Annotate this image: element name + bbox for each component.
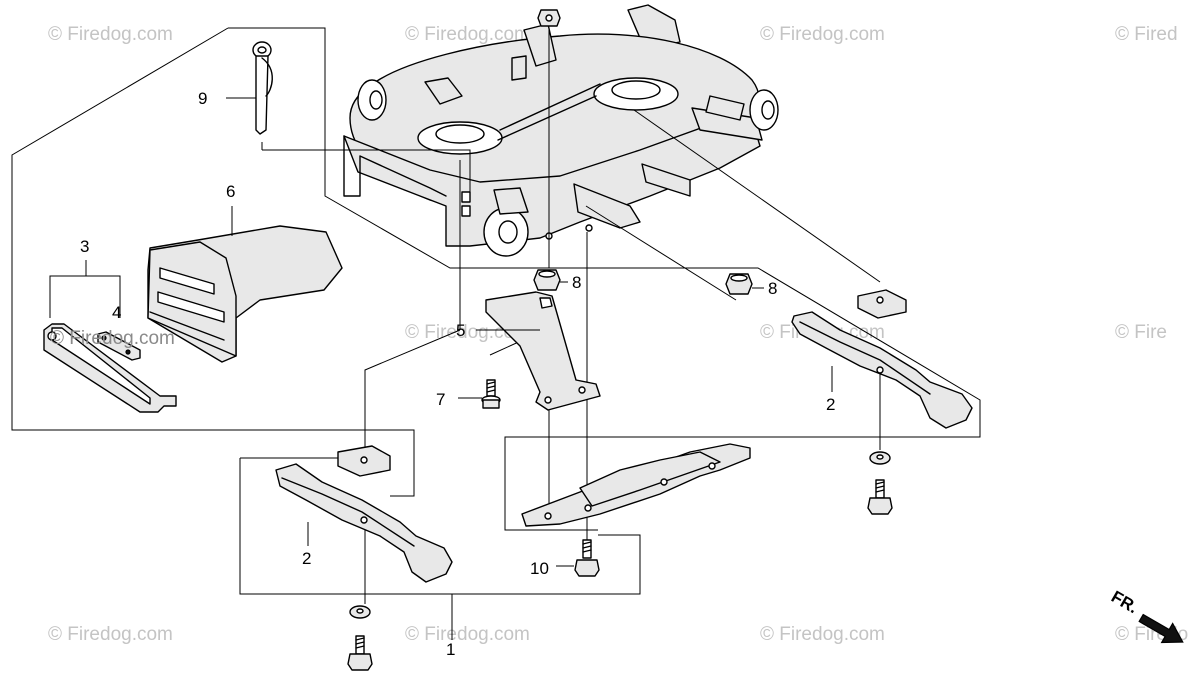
- deck-belt: [497, 83, 601, 141]
- deflector-plate: [521, 443, 751, 527]
- deck-hole: [585, 224, 593, 232]
- watermark-text: © Firedog.com: [760, 624, 885, 645]
- direction-label: FR.: [1108, 587, 1141, 617]
- callout-4: 4: [112, 303, 121, 322]
- centerline: [585, 205, 737, 301]
- deck-post: [511, 55, 527, 81]
- callout-8b: 8: [768, 279, 777, 298]
- group-frames: [11, 27, 981, 640]
- watermark-text: © Fire: [1115, 322, 1167, 343]
- centerline-pin: [262, 149, 471, 196]
- spindle-hub-left: [435, 124, 485, 144]
- callout-5: 5: [456, 321, 465, 340]
- part-10-flange-bolt: [556, 539, 600, 577]
- mower-deck: [343, 4, 779, 257]
- callout-1: 1: [446, 640, 455, 659]
- blade-bolt-right: [867, 479, 893, 515]
- callout-3: 3: [80, 237, 89, 256]
- callout-9: 9: [198, 89, 207, 108]
- callout-10: 10: [530, 559, 549, 578]
- part-4-plate: [97, 331, 141, 361]
- deck-hanger-right: [705, 95, 745, 121]
- deck-group-frame: [228, 27, 981, 531]
- deck-stud: [461, 191, 471, 203]
- centerline-left-blade: [364, 329, 461, 458]
- watermark-text: © Firedog.com: [405, 24, 530, 45]
- callout-8a: 8: [572, 273, 581, 292]
- part-9-lynch-pin: [226, 41, 273, 135]
- watermark-text: © Fired: [1115, 24, 1178, 45]
- part-7-bolt: [458, 379, 501, 409]
- deck-bumper-left: [343, 135, 447, 197]
- deck-front-hanger-right: [641, 163, 691, 197]
- accessory-group-frame: [11, 27, 415, 497]
- deck-front-hanger: [573, 183, 641, 229]
- part-8-nut-right: [725, 273, 764, 295]
- deck-stud: [461, 205, 471, 217]
- gauge-wheel-rear-right: [749, 89, 779, 131]
- watermark-text: © Firedog.com: [48, 24, 173, 45]
- watermark-text: © Firedog.com: [48, 624, 173, 645]
- callout-2b: 2: [826, 395, 835, 414]
- front-arrow-icon: [1138, 613, 1184, 644]
- callout-7: 7: [436, 390, 445, 409]
- gauge-wheel-front-left: [483, 207, 529, 257]
- deck-top-nut: [537, 9, 561, 27]
- washer-right: [869, 451, 891, 465]
- gauge-wheel-rear-left: [357, 79, 387, 121]
- watermark-text: © Firedog.com: [50, 328, 175, 349]
- deck-idler-bracket: [424, 77, 463, 105]
- callout-6: 6: [226, 182, 235, 201]
- part-3-bracket: [43, 260, 177, 413]
- spindle-hub-right: [611, 80, 661, 100]
- watermark-text: © Firedog.com: [405, 624, 530, 645]
- callout-labels: 9 6 3 4 8 8 5 7 2 2 10 1: [80, 89, 835, 659]
- watermark-text: © Firedog.com: [405, 322, 530, 343]
- part-8-nut-center: [533, 269, 568, 291]
- blade-bolt-left: [347, 635, 373, 671]
- part-2-blade-right: [791, 289, 973, 429]
- blade-set-frame: [239, 458, 641, 595]
- washer-left: [349, 605, 371, 619]
- part-5-baffle: [476, 291, 601, 411]
- part-2-blade-left: [275, 445, 453, 583]
- part-6-discharge-cover: [147, 206, 343, 363]
- watermark-text: © Firedog.com: [760, 24, 885, 45]
- deck-center-bracket: [523, 23, 557, 67]
- deck-wheel-bracket: [493, 187, 529, 215]
- centerline-right-spindle: [633, 109, 881, 283]
- callout-2a: 2: [302, 549, 311, 568]
